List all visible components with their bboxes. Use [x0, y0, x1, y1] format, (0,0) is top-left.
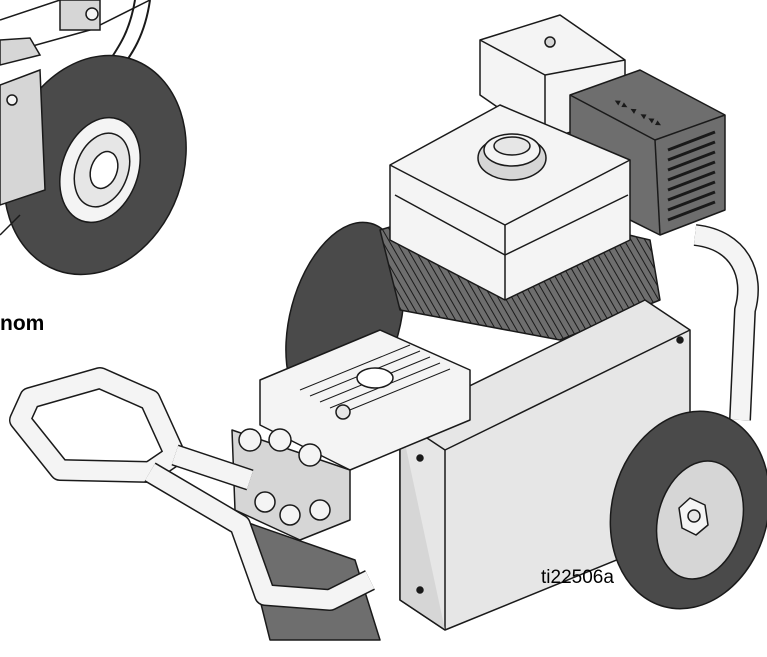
pressure-washer: ◄►◄ ◄◄► — [9, 14, 767, 641]
figure-id-label: ti22506a — [541, 567, 614, 588]
fuel-tank — [389, 104, 631, 301]
partial-heading-text: nom — [0, 312, 45, 335]
pump-body — [259, 329, 471, 471]
inset-partial-wheel — [0, 0, 187, 276]
